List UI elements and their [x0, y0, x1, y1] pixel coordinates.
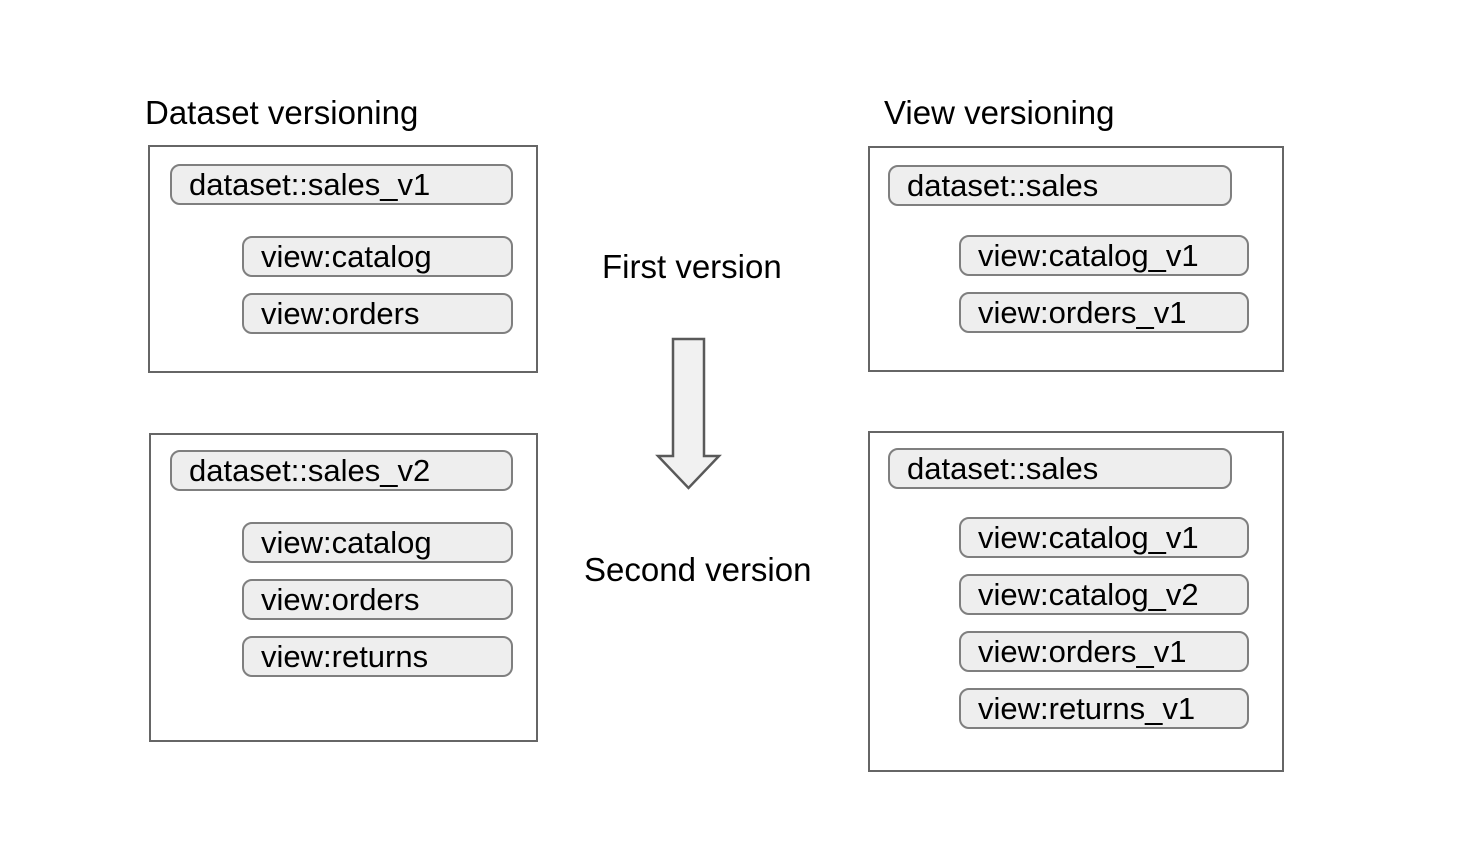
dataset-pill: dataset::sales_v2 [170, 450, 513, 491]
second-version-label: Second version [584, 551, 812, 588]
dataset-versioning-first-box: dataset::sales_v1 view:catalog view:orde… [148, 145, 538, 373]
view-pill: view:orders_v1 [959, 631, 1249, 672]
dataset-versioning-title: Dataset versioning [145, 94, 419, 131]
dataset-pill: dataset::sales [888, 165, 1232, 206]
view-pill: view:returns_v1 [959, 688, 1249, 729]
view-pill: view:returns [242, 636, 513, 677]
view-versioning-second-box: dataset::sales view:catalog_v1 view:cata… [868, 431, 1284, 772]
view-pill: view:orders [242, 579, 513, 620]
dataset-versioning-second-box: dataset::sales_v2 view:catalog view:orde… [149, 433, 538, 742]
view-pill: view:catalog [242, 236, 513, 277]
view-versioning-title: View versioning [884, 94, 1115, 131]
down-arrow-icon [650, 330, 730, 500]
dataset-pill: dataset::sales [888, 448, 1232, 489]
view-versioning-first-box: dataset::sales view:catalog_v1 view:orde… [868, 146, 1284, 372]
view-pill: view:catalog_v1 [959, 235, 1249, 276]
view-pill: view:orders [242, 293, 513, 334]
first-version-label: First version [602, 248, 782, 285]
view-pill: view:catalog [242, 522, 513, 563]
view-pill: view:catalog_v1 [959, 517, 1249, 558]
dataset-pill: dataset::sales_v1 [170, 164, 513, 205]
view-pill: view:catalog_v2 [959, 574, 1249, 615]
view-pill: view:orders_v1 [959, 292, 1249, 333]
